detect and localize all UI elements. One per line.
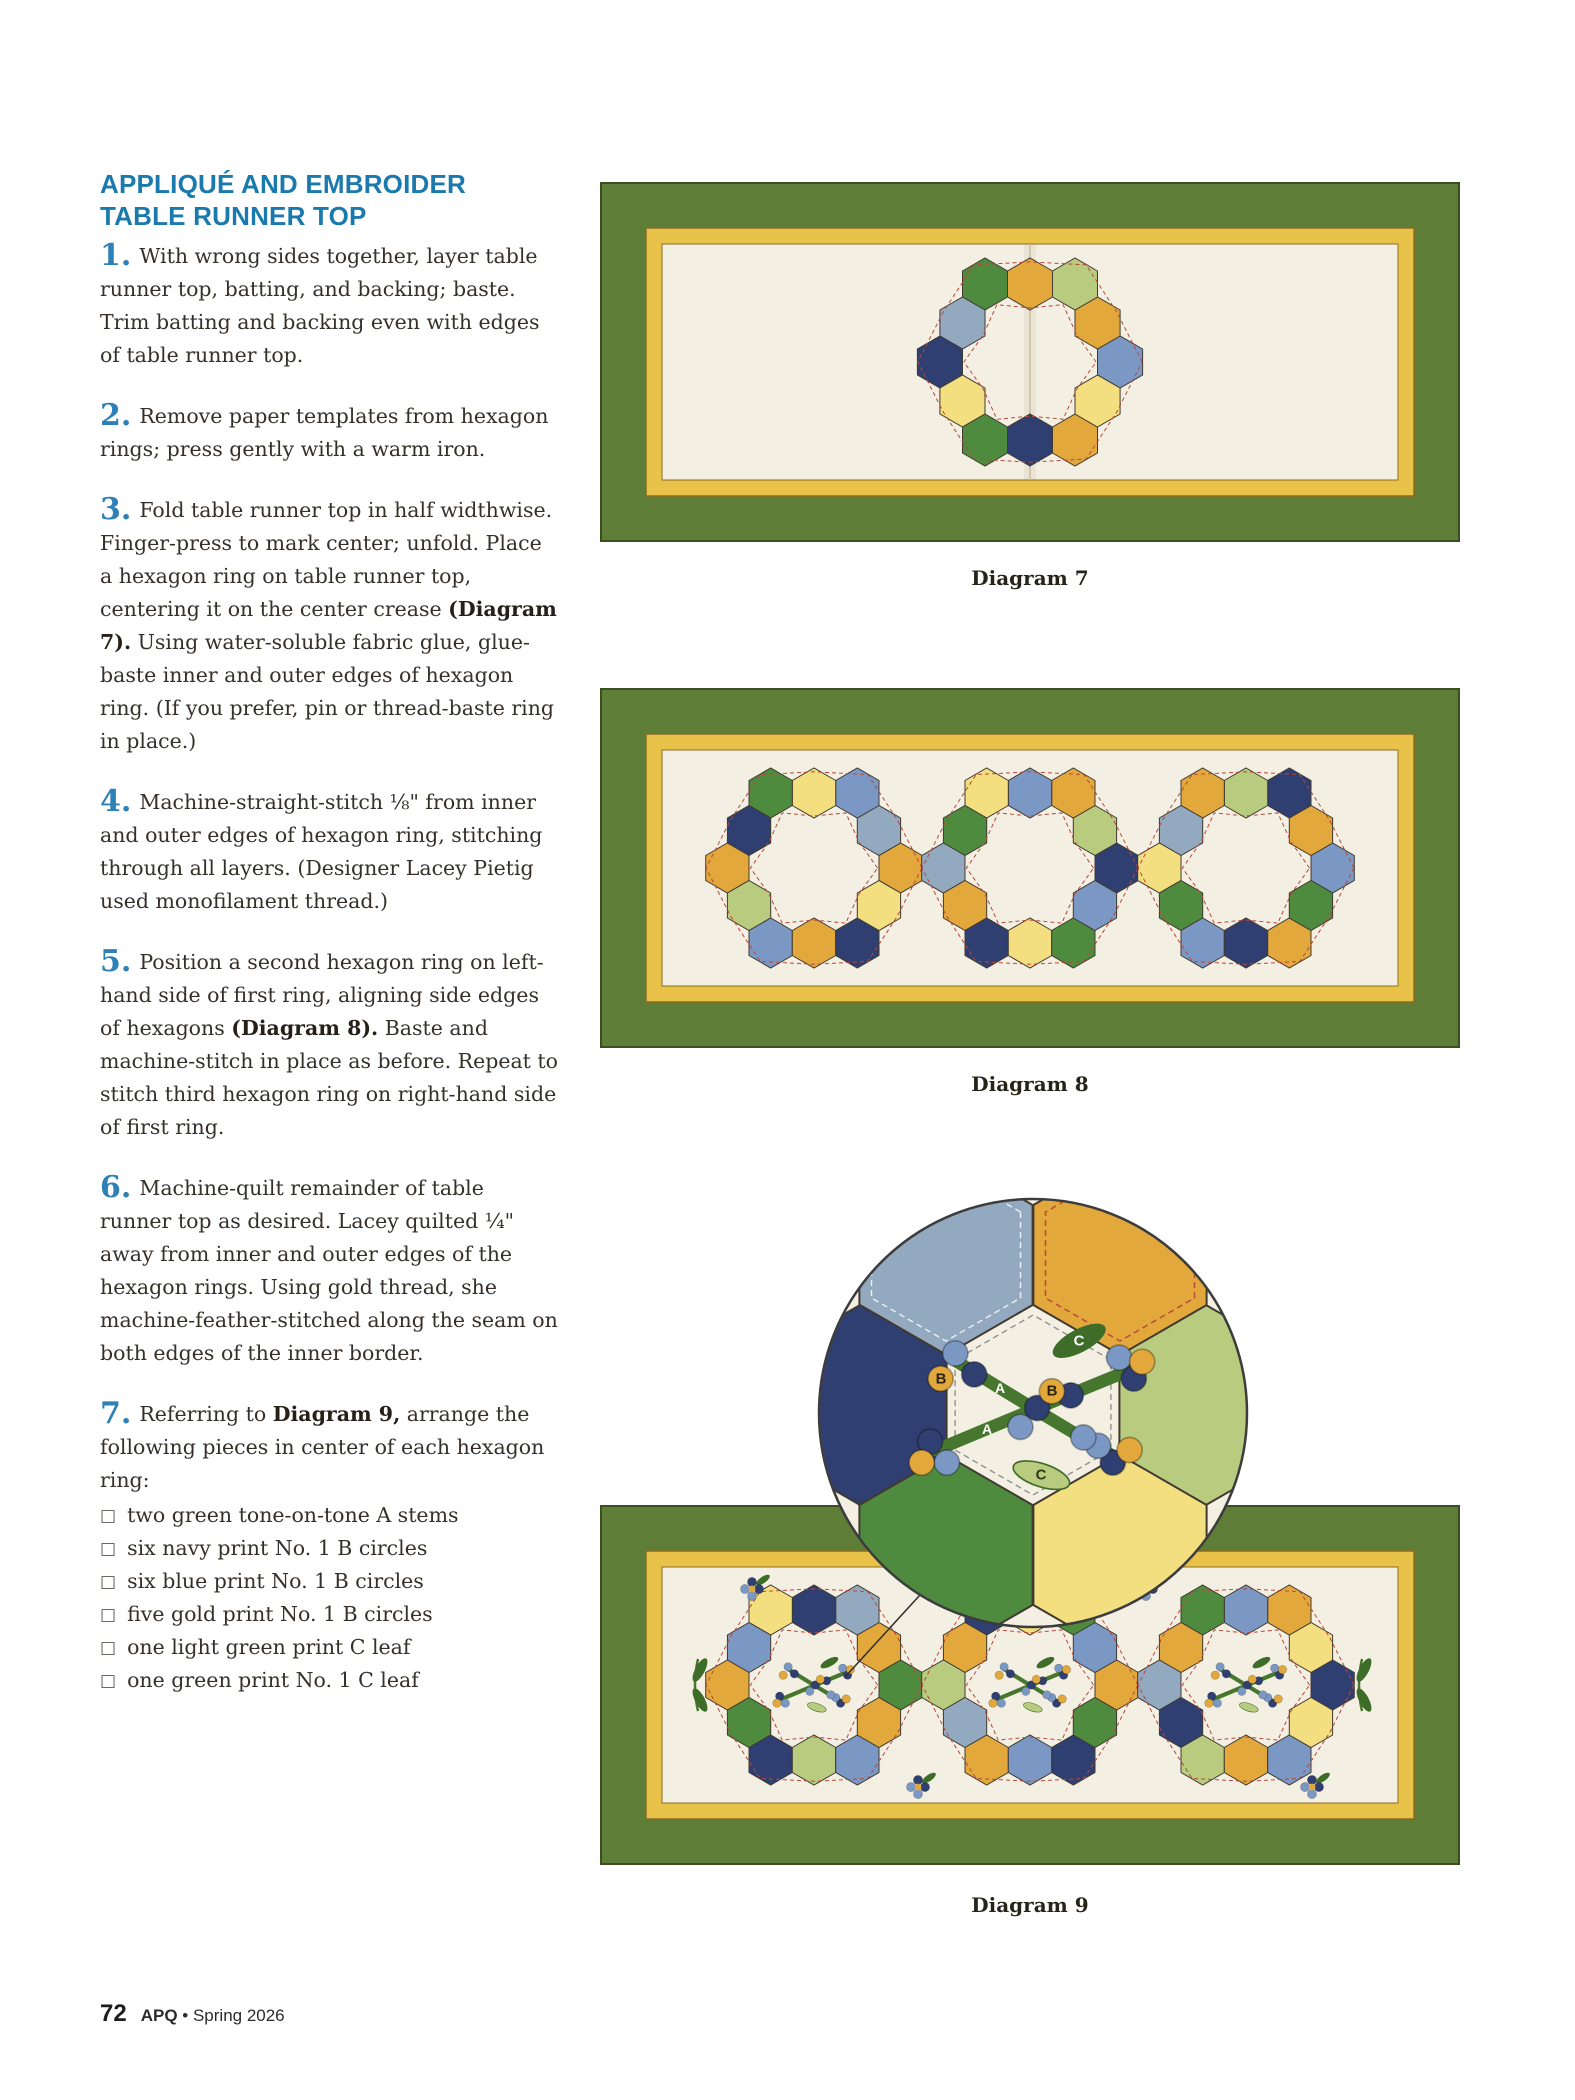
diagram-8: Diagram 8 [600,688,1460,1096]
step-number: 3. [100,492,132,527]
step-paragraph: 7. Referring to Diagram 9, arrange the fo… [100,1398,558,1697]
detail-magnifier-callout: B C A A B C [817,1197,1249,1629]
step-number: 5. [100,944,132,979]
diagram-9-illustration [600,1505,1460,1865]
step-text: Remove paper templates from hexagon ring… [100,404,549,461]
checkbox-icon: □ [100,1638,117,1658]
heading-line1: APPLIQUÉ AND EMBROIDER [100,169,467,199]
checkbox-icon: □ [100,1671,117,1691]
step-text: Machine-quilt remainder of table runner … [100,1176,558,1365]
step-text: Machine-straight-stitch ⅛" from inner an… [100,790,543,913]
checklist-item: □ two green tone-on-tone A stems [100,1499,558,1532]
svg-text:A: A [995,1380,1005,1396]
magazine-brand: APQ [140,2006,178,2025]
checklist-item: □ six navy print No. 1 B circles [100,1532,558,1565]
step-number: 1. [100,238,132,273]
diagram-7-illustration [600,182,1460,542]
checkbox-icon: □ [100,1506,117,1526]
step-paragraph: 4.Machine-straight-stitch ⅛" from inner … [100,786,558,918]
issue-label: • Spring 2026 [182,2006,285,2025]
checklist-item: □ six blue print No. 1 B circles [100,1565,558,1598]
diagram-8-illustration [600,688,1460,1048]
step-text: Referring to [139,1402,273,1426]
checklist-item: □ one green print No. 1 C leaf [100,1664,558,1697]
checklist-item: □ one light green print C leaf [100,1631,558,1664]
checkbox-icon: □ [100,1572,117,1592]
step-text: Diagram 9, [272,1402,401,1426]
svg-text:B: B [936,1371,947,1388]
step-paragraph: 5.Position a second hexagon ring on left… [100,946,558,1144]
checklist-item-label: one light green print C leaf [127,1635,411,1659]
heading-line2: TABLE RUNNER TOP [100,201,367,231]
materials-checklist: □ two green tone-on-tone A stems □ six navy… [100,1499,558,1697]
svg-text:C: C [1036,1467,1047,1484]
diagram-9-caption: Diagram 9 [971,1893,1089,1917]
step-text: Baste and machine-stitch in place as bef… [100,1016,559,1139]
checkbox-icon: □ [100,1539,117,1559]
diagram-8-caption: Diagram 8 [971,1072,1089,1096]
step-paragraph: 3.Fold table runner top in half widthwis… [100,494,558,758]
step-text: Fold table runner top in half widthwise.… [100,498,553,621]
diagram-7: Diagram 7 [600,182,1460,590]
instruction-steps: 1.With wrong sides together, layer table… [100,240,558,1697]
step-text: (Diagram 8). [231,1016,379,1040]
diagram-9: B C A A B C Diagram 9 [600,1195,1460,1940]
step-paragraph: 1.With wrong sides together, layer table… [100,240,558,372]
diagram-7-caption: Diagram 7 [971,566,1089,590]
step-paragraph: 2.Remove paper templates from hexagon ri… [100,400,558,466]
step-paragraph: 6.Machine-quilt remainder of table runne… [100,1172,558,1370]
checklist-item-label: two green tone-on-tone A stems [127,1503,459,1527]
svg-text:B: B [1047,1383,1058,1400]
page-number: 72 [100,2000,127,2027]
step-text: With wrong sides together, layer table r… [100,244,540,367]
step-number: 4. [100,784,132,819]
checklist-item-label: one green print No. 1 C leaf [127,1668,419,1692]
diagram-column: Diagram 7 Diagram 8 B C A A B C Diagram 9 [600,0,1460,2100]
svg-text:A: A [982,1421,992,1437]
checklist-item-label: five gold print No. 1 B circles [127,1602,433,1626]
step-number: 7. [100,1396,132,1431]
checklist-item-label: six navy print No. 1 B circles [127,1536,428,1560]
checklist-item-label: six blue print No. 1 B circles [127,1569,424,1593]
step-number: 6. [100,1170,132,1205]
checklist-item: □ five gold print No. 1 B circles [100,1598,558,1631]
step-text: arrange the following pieces in center o… [100,1402,545,1492]
step-text: (Diagram 7). [100,597,557,654]
page-footer: 72 APQ • Spring 2026 [100,2000,285,2028]
checkbox-icon: □ [100,1605,117,1625]
svg-text:C: C [1074,1333,1085,1350]
step-number: 2. [100,398,132,433]
step-text: Position a second hexagon ring on left-h… [100,950,544,1040]
step-text: Using water-soluble fabric glue, glue-ba… [100,630,555,753]
